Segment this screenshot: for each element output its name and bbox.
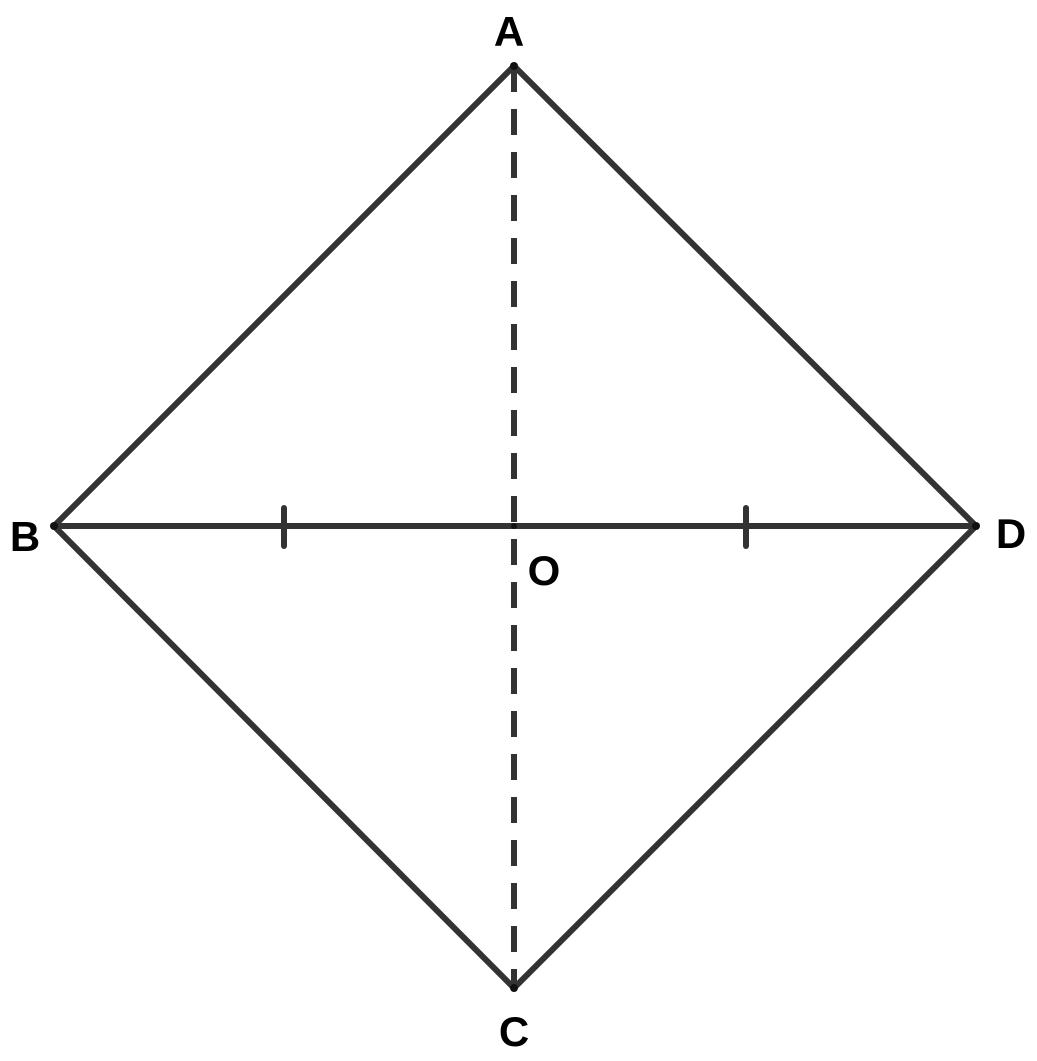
vertex-o-dot [511, 523, 517, 529]
label-c: C [499, 1008, 529, 1055]
vertex-a-dot [510, 62, 518, 70]
label-b: B [10, 513, 40, 560]
side-ab [51, 63, 517, 529]
side-ad [511, 63, 979, 529]
label-o: O [528, 547, 561, 594]
label-d: D [996, 510, 1026, 557]
vertex-b-dot [50, 522, 58, 530]
side-bc [51, 523, 517, 991]
vertex-d-dot [972, 522, 980, 530]
vertex-c-dot [510, 984, 518, 992]
side-cd [511, 523, 979, 991]
label-a: A [494, 8, 524, 55]
